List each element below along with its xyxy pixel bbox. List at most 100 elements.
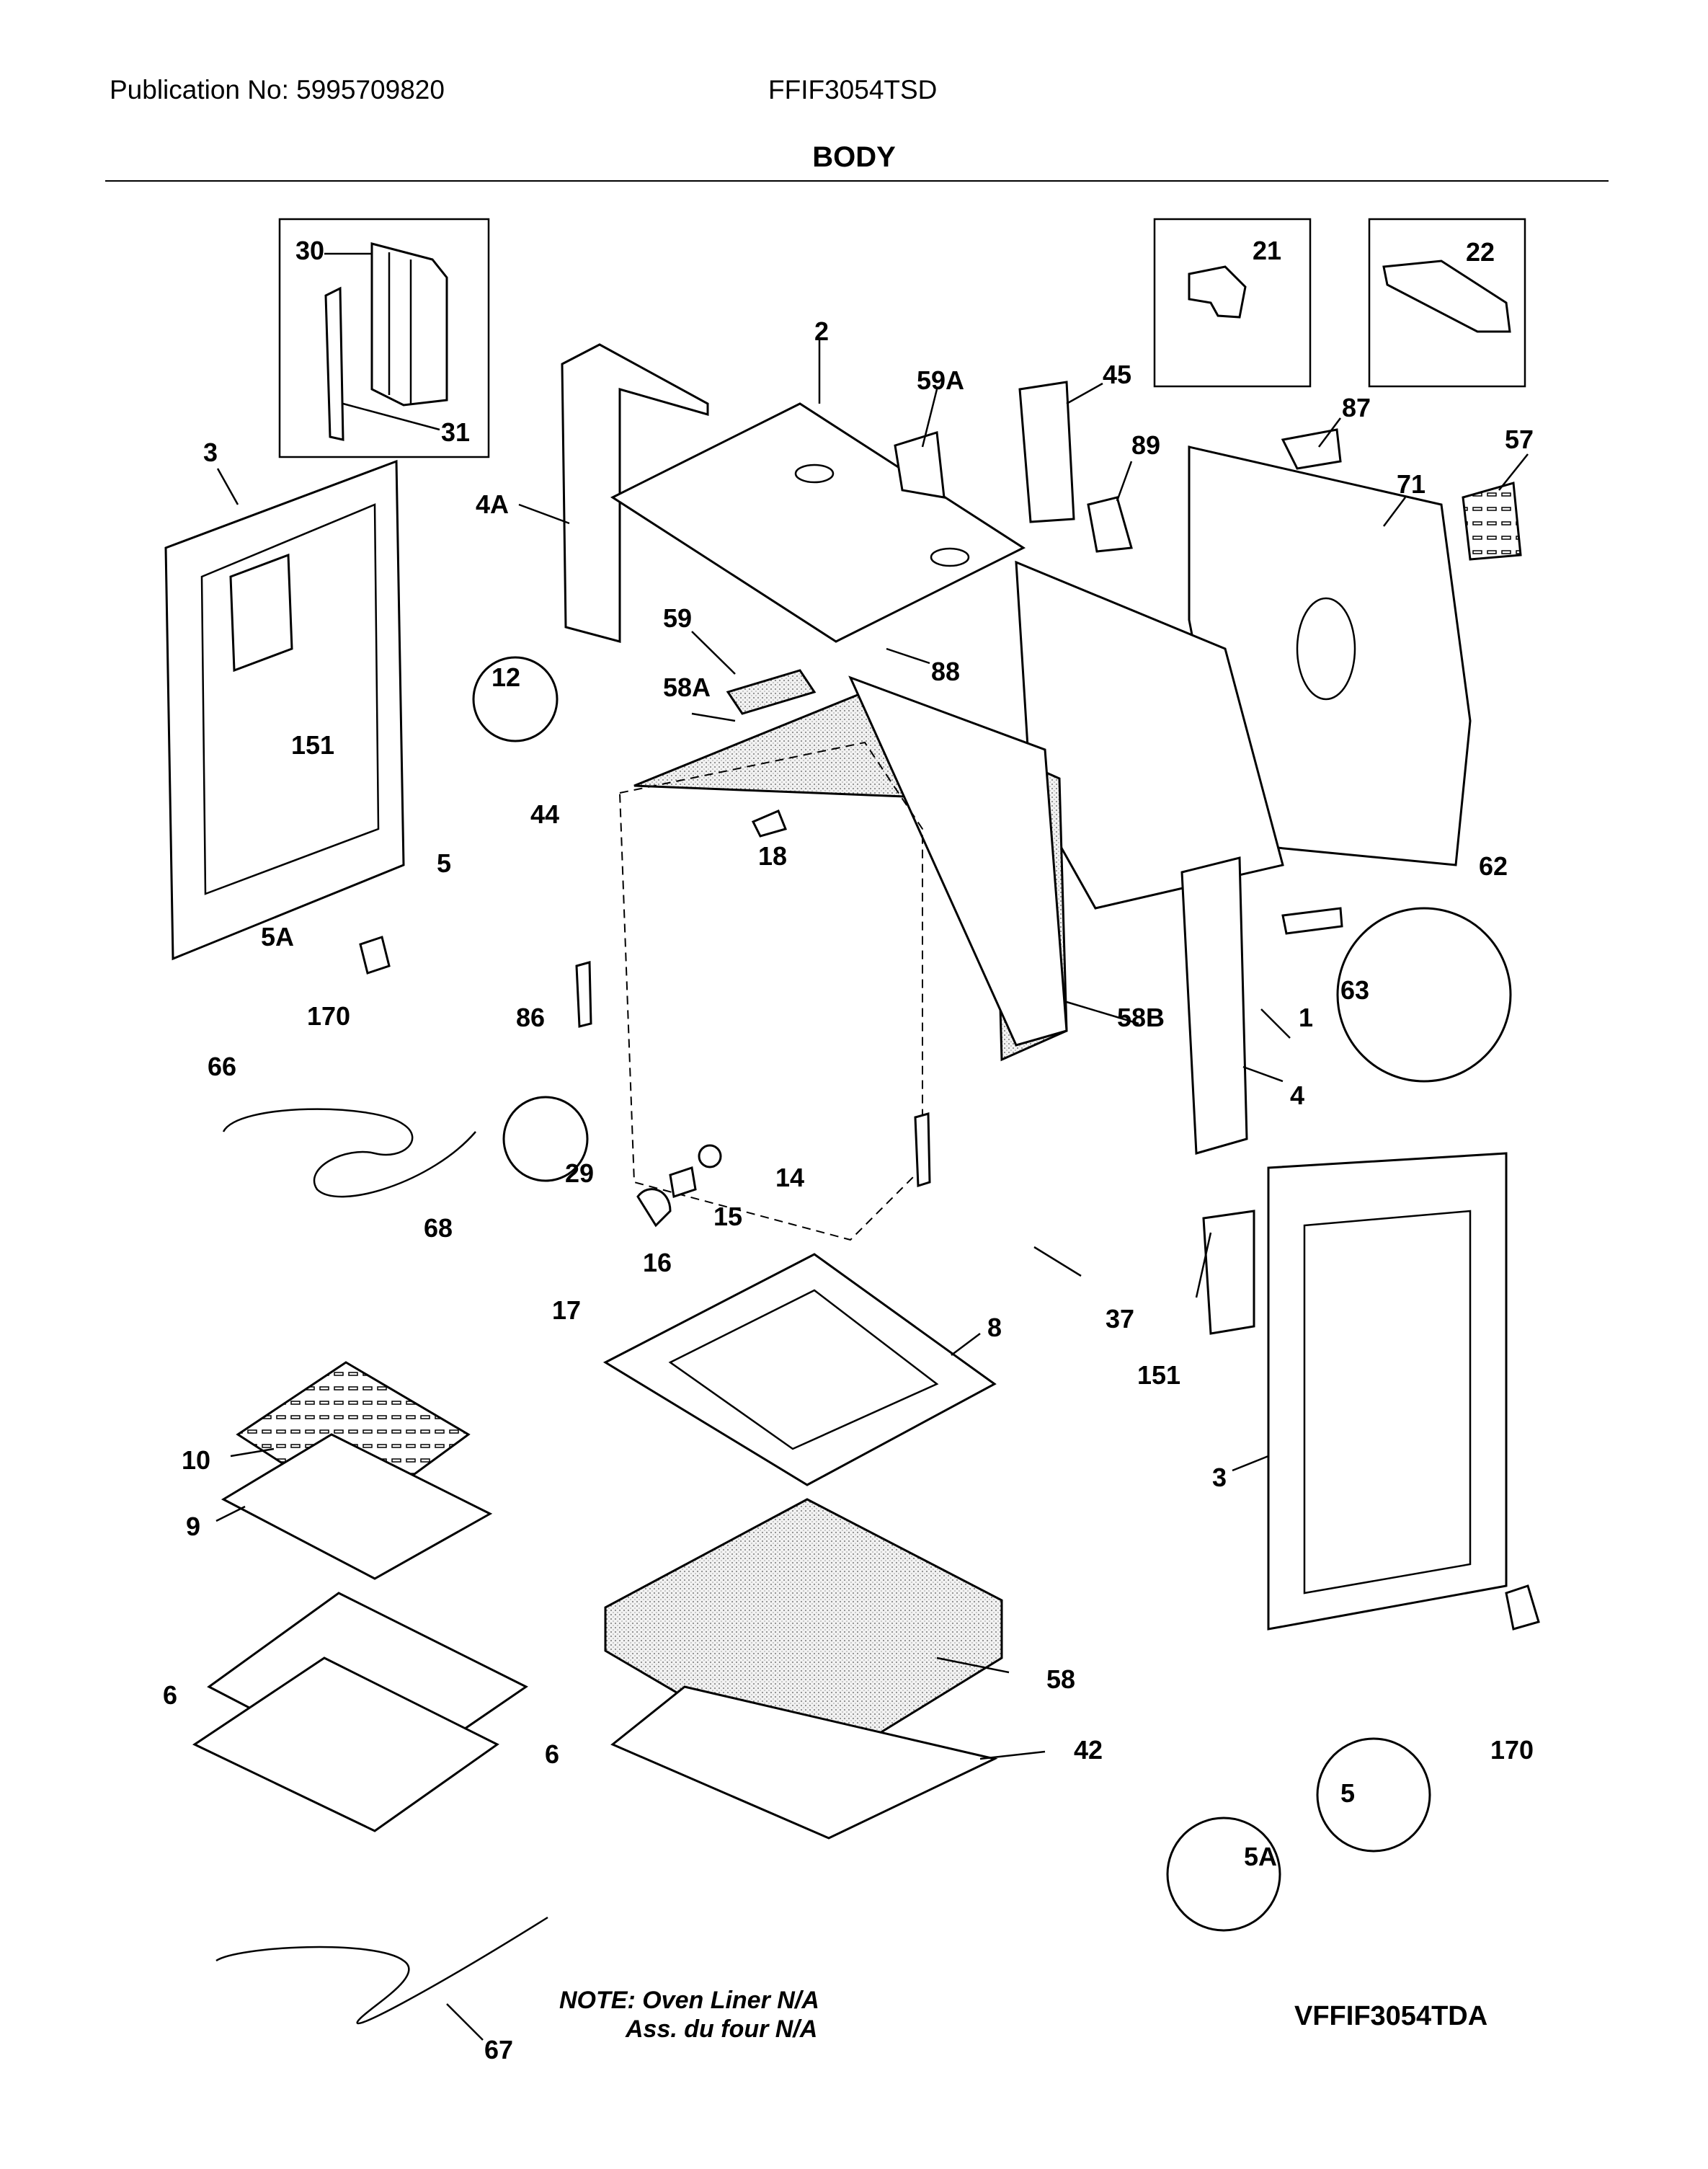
- publication-number: Publication No: 5995709820: [110, 75, 445, 105]
- callout-3-left: 3: [203, 438, 218, 467]
- part-87-plate: [1281, 428, 1342, 470]
- callout-88: 88: [931, 657, 960, 686]
- callout-21: 21: [1253, 236, 1281, 265]
- part-22-bracket: [1382, 260, 1511, 333]
- callout-15: 15: [713, 1202, 742, 1231]
- callout-58B: 58B: [1117, 1003, 1165, 1032]
- callout-151-left: 151: [291, 730, 334, 760]
- callout-30: 30: [295, 236, 324, 265]
- part-5A-detail-circle: [1166, 1817, 1281, 1932]
- part-42-bottom-plate: [610, 1685, 998, 1840]
- callout-6-upper: 6: [163, 1680, 177, 1710]
- callout-67: 67: [484, 2035, 513, 2064]
- part-58B-insulation-side: [848, 675, 1068, 1047]
- callout-151-right: 151: [1137, 1360, 1180, 1390]
- part-9-broil-pan: [221, 1433, 493, 1580]
- callout-66: 66: [208, 1052, 236, 1081]
- drawing-code: VFFIF3054TDA: [1294, 2001, 1488, 2031]
- header-divider: [105, 180, 1609, 182]
- part-151-right-bracket: [1202, 1210, 1255, 1335]
- inset-box-22: [1368, 218, 1526, 388]
- part-67-bake-element: [215, 1916, 548, 2025]
- callout-22: 22: [1466, 237, 1495, 267]
- callout-9: 9: [186, 1512, 200, 1541]
- part-45-duct: [1018, 381, 1075, 523]
- callout-1: 1: [1299, 1003, 1313, 1032]
- part-59-insulation-strip: [726, 669, 817, 715]
- part-15-bulb: [669, 1166, 697, 1198]
- callout-62: 62: [1479, 851, 1508, 881]
- part-12-detail-circle: [472, 656, 559, 742]
- part-4-side-trim: [1180, 856, 1248, 1155]
- callout-8: 8: [987, 1313, 1002, 1342]
- part-3-right-side-panel: [1267, 1152, 1508, 1631]
- callout-57: 57: [1505, 425, 1534, 454]
- callout-58A: 58A: [663, 673, 711, 702]
- callout-59A: 59A: [917, 365, 964, 395]
- callout-12: 12: [492, 662, 520, 692]
- callout-31: 31: [441, 417, 470, 447]
- callout-5A-right: 5A: [1244, 1842, 1277, 1871]
- part-21-switch: [1188, 265, 1247, 319]
- callout-68: 68: [424, 1213, 453, 1243]
- part-170-right-bracket: [1505, 1584, 1540, 1631]
- callout-17: 17: [552, 1295, 581, 1325]
- note-line-1: NOTE: Oven Liner N/A: [559, 1987, 819, 2014]
- part-3-left-side-panel: [164, 459, 405, 961]
- callout-37: 37: [1106, 1304, 1134, 1334]
- callout-16: 16: [643, 1248, 672, 1277]
- part-16-lamp-lens: [636, 1188, 672, 1228]
- callout-87: 87: [1342, 393, 1371, 422]
- model-number: FFIF3054TSD: [768, 75, 938, 105]
- part-170-left-bracket: [359, 936, 391, 975]
- callout-29: 29: [565, 1158, 594, 1188]
- part-62-63-detail-circle: [1336, 907, 1512, 1083]
- part-6-oven-rack-lower: [192, 1656, 499, 1832]
- part-57-vent: [1462, 482, 1522, 561]
- callout-14: 14: [775, 1163, 804, 1192]
- callout-3-right: 3: [1212, 1463, 1227, 1492]
- part-30-handle-cap: [370, 242, 448, 407]
- part-151-left-bracket: [229, 553, 293, 673]
- note-line-2: Ass. du four N/A: [626, 2015, 818, 2043]
- part-86-left-guide: [575, 961, 592, 1028]
- part-4A-side-panel: [561, 343, 709, 643]
- callout-4: 4: [1290, 1081, 1304, 1110]
- part-2-top-panel: [610, 402, 1026, 643]
- callout-5A-left: 5A: [261, 922, 294, 952]
- callout-5-left: 5: [437, 848, 451, 878]
- callout-63: 63: [1340, 975, 1369, 1005]
- callout-71: 71: [1397, 469, 1425, 499]
- callout-6-lower: 6: [545, 1739, 559, 1769]
- callout-18: 18: [758, 841, 787, 871]
- part-66-broil-element: [222, 1108, 476, 1198]
- part-8-bottom-pan: [602, 1253, 997, 1486]
- part-31-bracket: [324, 286, 344, 441]
- part-29-detail-circle: [502, 1096, 589, 1182]
- callout-10: 10: [182, 1445, 210, 1475]
- part-59A-insulation: [894, 431, 946, 499]
- inset-box-21: [1153, 218, 1312, 388]
- callout-42: 42: [1074, 1735, 1103, 1765]
- callout-5-right: 5: [1340, 1778, 1355, 1808]
- part-5-detail-circle: [1316, 1737, 1431, 1853]
- callout-59: 59: [663, 603, 692, 633]
- part-37-wire: [1033, 1246, 1082, 1277]
- part-14-socket: [698, 1144, 722, 1168]
- callout-170-right: 170: [1490, 1735, 1534, 1765]
- callout-86-left: 86: [516, 1003, 545, 1032]
- inset-box-30-31: [278, 218, 490, 458]
- callout-89: 89: [1131, 430, 1160, 460]
- part-89-bracket: [1087, 496, 1133, 553]
- part-18-latch: [751, 810, 788, 838]
- page-title: BODY: [812, 141, 896, 173]
- leader-lines: [215, 252, 1529, 2041]
- part-62-terminal-block: [1281, 907, 1343, 935]
- callout-58: 58: [1046, 1664, 1075, 1694]
- callout-45: 45: [1103, 360, 1131, 389]
- part-71-back-panel: [1188, 445, 1472, 866]
- callout-170-left: 170: [307, 1001, 350, 1031]
- part-86-right-guide: [914, 1112, 931, 1188]
- callout-2: 2: [814, 316, 829, 346]
